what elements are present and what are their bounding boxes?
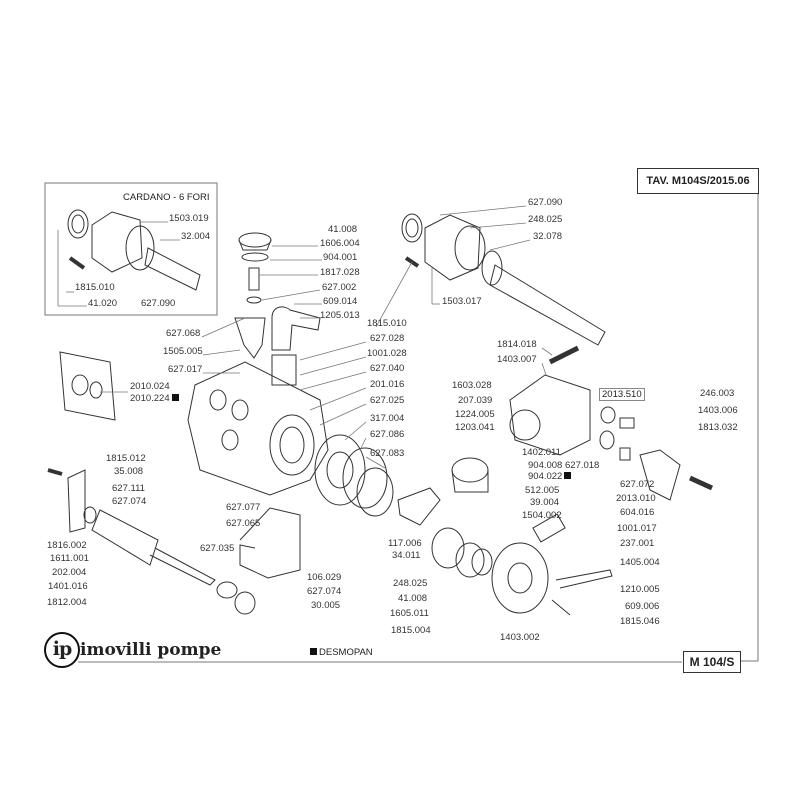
mounting-bracket <box>239 507 301 579</box>
part-callout[interactable]: 246.003 <box>700 388 735 399</box>
part-callout[interactable]: 248.025 <box>393 578 428 589</box>
inset-frame <box>44 182 218 316</box>
part-callout[interactable]: 627.074 <box>112 496 147 507</box>
part-callout[interactable]: 627.040 <box>370 363 405 374</box>
part-callout[interactable]: 1815.046 <box>620 616 660 627</box>
part-callout[interactable]: 207.039 <box>458 395 493 406</box>
model-code-box: M 104/S <box>683 651 741 673</box>
part-callout[interactable]: 627.035 <box>200 543 235 554</box>
part-callout[interactable]: 627.017 <box>168 364 203 375</box>
part-callout[interactable]: 627.074 <box>307 586 342 597</box>
table-code-box: TAV. M104S/2015.06 <box>637 168 759 194</box>
part-callout[interactable]: 1405.004 <box>620 557 660 568</box>
valve-head-assembly <box>451 345 714 501</box>
brand-name: imovilli pompe <box>80 640 222 660</box>
part-callout[interactable]: 1817.028 <box>320 267 360 278</box>
part-callout[interactable]: 117.006 <box>388 538 422 549</box>
part-callout[interactable]: 41.008 <box>398 593 428 604</box>
part-callout[interactable]: 1605.011 <box>390 608 429 619</box>
part-callout[interactable]: 904.001 <box>323 252 358 263</box>
part-callout[interactable]: 1815.010 <box>75 282 115 293</box>
part-callout[interactable]: 1001.017 <box>617 523 657 534</box>
part-callout[interactable]: 34.011 <box>392 550 421 561</box>
part-callout[interactable]: 1224.005 <box>455 409 495 420</box>
piston-assembly <box>47 468 256 615</box>
part-callout[interactable]: 201.016 <box>370 379 405 390</box>
part-callout[interactable]: 106.029 <box>307 572 342 583</box>
part-callout[interactable]: 609.006 <box>625 601 660 612</box>
part-callout[interactable]: 904.008 <box>528 460 563 471</box>
part-callout[interactable]: 1402.011 <box>522 447 561 458</box>
part-callout[interactable]: 1816.002 <box>47 540 87 551</box>
part-callout[interactable]: 1814.018 <box>497 339 537 350</box>
part-callout[interactable]: 627.018 <box>565 460 600 471</box>
part-callout[interactable]: 627.002 <box>322 282 357 293</box>
gasket-sheet <box>59 351 116 421</box>
part-callout[interactable]: 237.001 <box>620 538 655 549</box>
inset-title: CARDANO - 6 FORI <box>123 192 210 203</box>
part-callout[interactable]: 2010.024 <box>130 381 170 392</box>
part-callout[interactable]: 248.025 <box>528 214 563 225</box>
part-callout[interactable]: 1815.004 <box>391 625 431 636</box>
main-shaft-assembly <box>401 213 606 346</box>
part-callout[interactable]: 512.005 <box>525 485 560 496</box>
part-callout[interactable]: 627.025 <box>370 395 405 406</box>
part-callout[interactable]: 2013.010 <box>616 493 656 504</box>
part-callout[interactable]: 202.004 <box>52 567 87 578</box>
part-callout[interactable]: 1203.041 <box>455 422 495 433</box>
part-callout[interactable]: 41.008 <box>328 224 358 235</box>
part-callout[interactable]: 32.004 <box>181 231 211 242</box>
part-callout[interactable]: 1505.005 <box>163 346 203 357</box>
flange-and-seals <box>314 434 493 578</box>
part-callout[interactable]: 1403.007 <box>497 354 537 365</box>
part-callout[interactable]: 1001.028 <box>367 348 407 359</box>
part-callout[interactable]: 627.090 <box>141 298 176 309</box>
part-callout[interactable]: 1606.004 <box>320 238 360 249</box>
part-callout[interactable]: 317.004 <box>370 413 405 424</box>
part-callout[interactable]: 1815.012 <box>106 453 146 464</box>
part-callout[interactable]: 1812.004 <box>47 597 87 608</box>
leader-lines <box>57 205 553 469</box>
part-callout[interactable]: 1504.002 <box>522 510 562 521</box>
pump-body <box>187 361 329 496</box>
part-callout[interactable]: 1503.017 <box>442 296 482 307</box>
filler-cap-parts <box>234 232 321 386</box>
part-callout[interactable]: 627.068 <box>166 328 201 339</box>
part-callout[interactable]: 39.004 <box>530 497 560 508</box>
part-callout[interactable]: 1401.016 <box>48 581 88 592</box>
part-callout[interactable]: 1815.010 <box>367 318 407 329</box>
legend-note: DESMOPAN <box>310 647 373 658</box>
part-callout[interactable]: 627.077 <box>226 502 261 513</box>
part-callout[interactable]: 627.090 <box>528 197 563 208</box>
part-callout[interactable]: 1813.032 <box>698 422 738 433</box>
part-callout[interactable]: 904.022 <box>528 471 571 482</box>
inset-cardan-parts <box>67 209 201 291</box>
part-callout[interactable]: 35.008 <box>114 466 144 477</box>
frame-lines <box>44 182 759 663</box>
part-callout[interactable]: 41.020 <box>88 298 118 309</box>
part-callout[interactable]: 1403.006 <box>698 405 738 416</box>
part-callout[interactable]: 604.016 <box>620 507 655 518</box>
part-callout[interactable]: 30.005 <box>311 600 341 611</box>
part-callout[interactable]: 609.014 <box>323 296 358 307</box>
part-callout[interactable]: 2010.224 <box>130 393 179 404</box>
part-callout[interactable]: 1603.028 <box>452 380 492 391</box>
part-callout[interactable]: 627.072 <box>620 479 655 490</box>
part-callout[interactable]: 1205.013 <box>320 310 360 321</box>
part-callout[interactable]: 627.028 <box>370 333 405 344</box>
part-callout[interactable]: 627.111 <box>112 483 145 494</box>
part-callout-boxed[interactable]: 2013.510 <box>599 388 645 401</box>
part-callout[interactable]: 627.065 <box>226 518 261 529</box>
part-callout[interactable]: 1403.002 <box>500 632 540 643</box>
slide-bracket <box>397 487 441 526</box>
brand-logo: ip <box>44 632 80 668</box>
part-callout[interactable]: 1210.005 <box>620 584 660 595</box>
part-callout[interactable]: 1503.019 <box>169 213 209 224</box>
outlet-manifold <box>491 513 613 616</box>
part-callout[interactable]: 627.083 <box>370 448 405 459</box>
part-callout[interactable]: 1611.001 <box>50 553 89 564</box>
part-callout[interactable]: 627.086 <box>370 429 405 440</box>
part-callout[interactable]: 32.078 <box>533 231 563 242</box>
